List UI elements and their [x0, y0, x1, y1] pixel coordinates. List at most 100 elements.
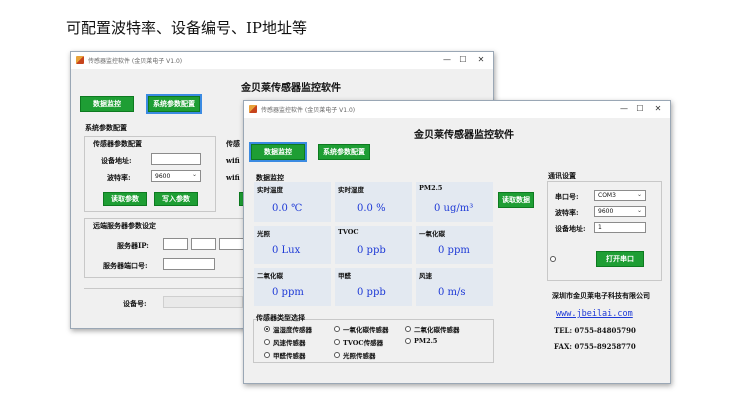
radio-dot — [405, 326, 411, 332]
chevron-down-icon: ⌄ — [636, 207, 642, 214]
radio-tvoc[interactable]: TVOC传感器 — [334, 337, 383, 347]
divider — [84, 288, 244, 289]
window-title: 传感器监控软件 (金贝莱电子 V1.0) — [88, 58, 183, 65]
cell-label: 实时温度 — [257, 186, 283, 194]
radio-dot — [334, 339, 340, 345]
fax-text: FAX: 0755-89258770 — [554, 342, 636, 351]
sensor-params-group — [84, 136, 216, 212]
baud-select[interactable]: 9600 ⌄ — [151, 170, 201, 182]
baud-select[interactable]: 9600 ⌄ — [594, 206, 646, 217]
back-titlebar: 传感器监控软件 (金贝莱电子 V1.0) — ☐ ✕ — [71, 52, 493, 69]
radio-label: 一氧化碳传感器 — [343, 326, 389, 334]
radio-label: PM2.5 — [414, 337, 438, 345]
radio-label: TVOC传感器 — [343, 339, 384, 347]
cell-value: 0.0 % — [357, 203, 386, 214]
server-ip-octet-2[interactable] — [191, 238, 216, 250]
close-icon[interactable]: ✕ — [477, 55, 485, 64]
device-addr-input[interactable]: 1 — [594, 222, 646, 233]
maximize-icon[interactable]: ☐ — [459, 55, 467, 64]
cell-label: PM2.5 — [419, 184, 443, 192]
app-heading: 金贝莱传感器监控软件 — [241, 83, 341, 94]
sensor-type-group — [253, 319, 494, 363]
radio-dot — [264, 326, 270, 332]
server-ip-octet-1[interactable] — [163, 238, 188, 250]
cell-label: 二氧化碳 — [257, 272, 283, 280]
read-data-button[interactable]: 读取数据 — [498, 192, 534, 208]
page-caption: 可配置波特率、设备编号、IP地址等 — [66, 19, 308, 37]
open-port-button[interactable]: 打开串口 — [596, 251, 644, 267]
cell-value: 0 m/s — [438, 287, 466, 298]
radio-temp-humidity[interactable]: 温湿度传感器 — [264, 324, 312, 334]
app-heading: 金贝莱传感器监控软件 — [414, 130, 514, 141]
write-params-button[interactable]: 写入参数 — [154, 192, 198, 206]
data-cell-pm25: PM2.5 0 ug/m³ — [416, 182, 493, 222]
cell-label: 实时湿度 — [338, 186, 364, 194]
comm-settings-title: 通讯设置 — [548, 171, 576, 180]
radio-wind-speed[interactable]: 风速传感器 — [264, 337, 306, 347]
chevron-down-icon: ⌄ — [191, 171, 197, 178]
minimize-icon[interactable]: — — [443, 55, 451, 64]
sensor-right-group-title: 传感 — [226, 139, 240, 148]
device-addr-input[interactable] — [151, 153, 201, 165]
read-params-button[interactable]: 读取参数 — [103, 192, 147, 206]
server-port-input[interactable] — [163, 258, 215, 270]
sensor-type-group-title: 传感器类型选择 — [256, 313, 305, 322]
cell-label: 一氧化碳 — [419, 230, 445, 238]
company-name: 深圳市金贝莱电子科技有限公司 — [552, 291, 650, 300]
port-select[interactable]: COM3 ⌄ — [594, 190, 646, 201]
radio-dot — [405, 338, 411, 344]
radio-dot — [264, 352, 270, 358]
radio-co[interactable]: 一氧化碳传感器 — [334, 324, 389, 334]
comm-settings-group — [547, 181, 662, 281]
data-cell-humidity: 实时湿度 0.0 % — [335, 182, 412, 222]
port-status-indicator — [550, 256, 559, 262]
cell-value: 0.0 ℃ — [272, 203, 303, 214]
data-cell-co2: 二氧化碳 0 ppm — [254, 268, 331, 306]
baud-label: 波特率: — [555, 208, 579, 217]
radio-label: 甲醛传感器 — [273, 352, 306, 360]
cell-value: 0 ppb — [357, 245, 386, 256]
device-addr-label: 设备地址: — [101, 156, 132, 165]
data-cell-formaldehyde: 甲醛 0 ppb — [335, 268, 412, 306]
data-cell-tvoc: TVOC 0 ppb — [335, 226, 412, 264]
radio-pm25[interactable]: PM2.5 — [405, 337, 437, 345]
sys-config-section-title: 系统参数配置 — [85, 123, 127, 132]
front-titlebar: 传感器监控软件 (金贝莱电子 V1.0) — ☐ ✕ — [244, 101, 670, 118]
remote-server-group-title: 远端服务器参数设定 — [93, 221, 156, 230]
cell-label: 甲醛 — [338, 272, 351, 280]
wifi-label-1: wifi — [226, 156, 240, 165]
sys-params-button[interactable]: 系统参数配置 — [146, 94, 202, 114]
website-link[interactable]: www.jbeilai.com — [556, 309, 633, 319]
server-port-label: 服务器端口号: — [103, 261, 148, 270]
radio-dot — [334, 352, 340, 358]
data-cell-light: 光照 0 Lux — [254, 226, 331, 264]
device-addr-label: 设备地址: — [555, 224, 586, 233]
app-icon — [249, 105, 257, 113]
server-ip-label: 服务器IP: — [117, 241, 149, 250]
radio-label: 光照传感器 — [343, 352, 376, 360]
minimize-icon[interactable]: — — [620, 104, 628, 113]
data-monitor-button[interactable]: 数据监控 — [80, 96, 134, 112]
device-no-input[interactable] — [163, 296, 243, 308]
radio-co2[interactable]: 二氧化碳传感器 — [405, 324, 460, 334]
cell-value: 0 ppm — [438, 245, 470, 256]
chevron-down-icon: ⌄ — [636, 191, 642, 198]
cell-value: 0 Lux — [272, 245, 301, 256]
sys-params-button[interactable]: 系统参数配置 — [318, 144, 370, 160]
radio-formaldehyde[interactable]: 甲醛传感器 — [264, 350, 306, 360]
tel-text: TEL: 0755-84805790 — [554, 326, 636, 335]
cell-value: 0 ppb — [357, 287, 386, 298]
cell-value: 0 ppm — [272, 287, 304, 298]
data-monitor-section-title: 数据监控 — [256, 173, 284, 182]
close-icon[interactable]: ✕ — [654, 104, 662, 113]
data-monitor-button[interactable]: 数据监控 — [249, 142, 307, 162]
maximize-icon[interactable]: ☐ — [636, 104, 644, 113]
radio-light[interactable]: 光照传感器 — [334, 350, 376, 360]
baud-label: 波特率: — [107, 173, 131, 182]
cell-label: 光照 — [257, 230, 270, 238]
server-ip-octet-3[interactable] — [219, 238, 244, 250]
baud-select-value: 9600 — [155, 172, 171, 180]
port-select-value: COM3 — [598, 192, 616, 199]
radio-dot — [334, 326, 340, 332]
cell-label: TVOC — [338, 228, 359, 236]
